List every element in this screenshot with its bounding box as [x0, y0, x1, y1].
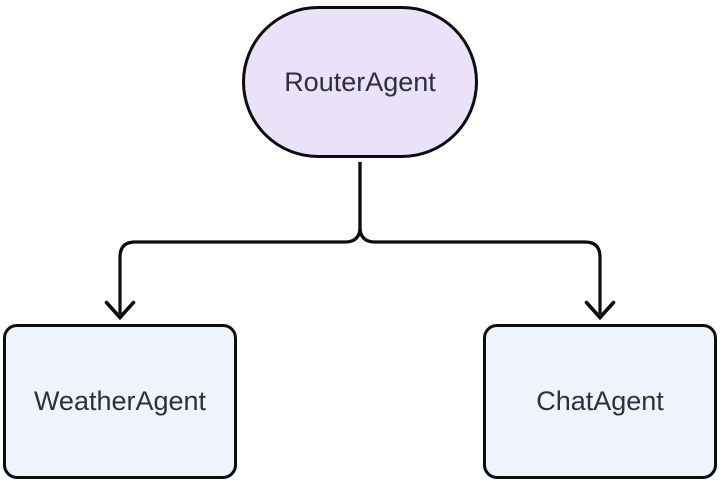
- node-chatagent: ChatAgent: [483, 324, 717, 479]
- arrowhead-down-icon: [584, 300, 616, 321]
- node-routeragent-label: RouterAgent: [284, 66, 436, 97]
- node-chatagent-label: ChatAgent: [536, 386, 664, 416]
- edge-router-to-weatheragent-line: [118, 162, 362, 314]
- node-weatheragent-label: WeatherAgent: [33, 386, 207, 416]
- node-weatheragent: WeatherAgent: [3, 324, 237, 479]
- node-routeragent: RouterAgent: [242, 6, 478, 158]
- arrowhead-down-icon: [104, 300, 136, 321]
- edge-router-to-chatagent-line: [358, 162, 602, 314]
